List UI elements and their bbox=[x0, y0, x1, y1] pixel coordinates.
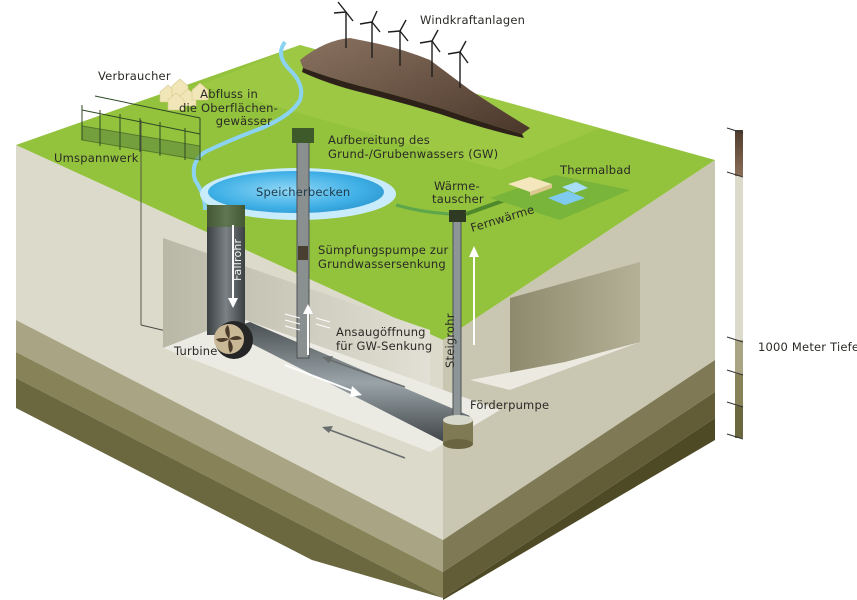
depth-segment-1000m bbox=[735, 340, 743, 374]
depth-segment-upper bbox=[735, 176, 743, 340]
left-face-layer-3 bbox=[16, 352, 443, 598]
label-heat-exchanger-2: tauscher bbox=[432, 192, 484, 206]
turbine-icon bbox=[214, 321, 253, 359]
feed-pump-icon bbox=[443, 415, 473, 449]
depth-scale bbox=[726, 127, 744, 440]
heat-exchanger-box bbox=[449, 210, 466, 222]
wind-turbine-icon bbox=[387, 19, 409, 66]
label-riser: Steigrohr bbox=[443, 313, 457, 368]
right-cavity-floor bbox=[470, 342, 640, 390]
left-face-layer-4 bbox=[16, 378, 443, 598]
label-turbine: Turbine bbox=[173, 344, 218, 358]
arrow-right-icon bbox=[350, 386, 362, 397]
label-sump-pump-1: Sümpfungspumpe zur bbox=[318, 243, 449, 257]
arrow-up-icon bbox=[469, 246, 479, 257]
label-runoff-3: gewässer bbox=[216, 114, 272, 128]
label-sump-pump-2: Grundwassersenkung bbox=[318, 257, 446, 271]
label-intake-2: für GW-Senkung bbox=[336, 339, 432, 353]
tunnel-pipe bbox=[225, 322, 470, 444]
arrow-up-icon bbox=[303, 304, 313, 314]
right-face-layer-4 bbox=[443, 418, 715, 600]
treatment-box bbox=[292, 128, 314, 143]
right-face-layer-3 bbox=[443, 392, 715, 598]
right-face-layer-2 bbox=[443, 360, 715, 572]
wind-turbine-icon bbox=[419, 29, 441, 77]
label-downpipe: Fallrohr bbox=[231, 238, 244, 281]
depth-segment-lower-2 bbox=[735, 406, 743, 438]
depth-segment-surface bbox=[735, 130, 743, 176]
downpipe-shade bbox=[207, 205, 245, 227]
right-cavity bbox=[510, 262, 640, 390]
hill bbox=[300, 38, 530, 134]
wind-turbines bbox=[333, 1, 469, 88]
river bbox=[191, 40, 304, 211]
reservoir-water bbox=[208, 171, 384, 213]
return-arrow-lower bbox=[329, 429, 406, 459]
arrow-down-icon bbox=[228, 298, 238, 308]
intake-lines bbox=[284, 313, 331, 331]
label-heat-exchanger-1: Wärme- bbox=[434, 179, 480, 193]
label-runoff-2: die Oberflächen- bbox=[179, 101, 278, 115]
label-runoff: Abfluss in bbox=[200, 87, 258, 101]
label-intake-1: Ansaugöffnung bbox=[336, 325, 426, 339]
wind-turbine-icon bbox=[333, 1, 354, 48]
flow-arrow bbox=[284, 364, 356, 393]
arrow-left-icon bbox=[322, 356, 333, 363]
depth-segment-lower-1 bbox=[735, 374, 743, 406]
label-wind-turbines: Windkraftanlagen bbox=[420, 13, 525, 27]
label-depth: 1000 Meter Tiefe bbox=[758, 340, 857, 354]
label-reservoir: Speicherbecken bbox=[256, 185, 350, 199]
thermal-bath-icon bbox=[490, 175, 630, 220]
pipe-to-heat-exchanger bbox=[395, 203, 450, 216]
left-face-layer-2 bbox=[16, 320, 443, 572]
sump-pump bbox=[298, 246, 308, 260]
grass-highlight bbox=[200, 45, 600, 170]
return-arrow bbox=[329, 359, 406, 388]
houses-icon bbox=[159, 78, 209, 111]
label-treatment-2: Grund-/Grubenwassers (GW) bbox=[328, 147, 498, 161]
label-treatment-1: Aufbereitung des bbox=[328, 133, 430, 147]
label-feed-pump: Förderpumpe bbox=[470, 398, 549, 412]
wind-turbine-icon bbox=[447, 40, 469, 88]
district-heating-pipe bbox=[465, 198, 506, 216]
label-thermal-bath: Thermalbad bbox=[559, 163, 631, 177]
label-consumers: Verbraucher bbox=[98, 69, 171, 83]
wind-turbine-icon bbox=[359, 10, 381, 58]
hill-shadow bbox=[302, 68, 524, 138]
arrow-left-icon bbox=[322, 426, 333, 433]
label-substation: Umspannwerk bbox=[54, 151, 139, 165]
